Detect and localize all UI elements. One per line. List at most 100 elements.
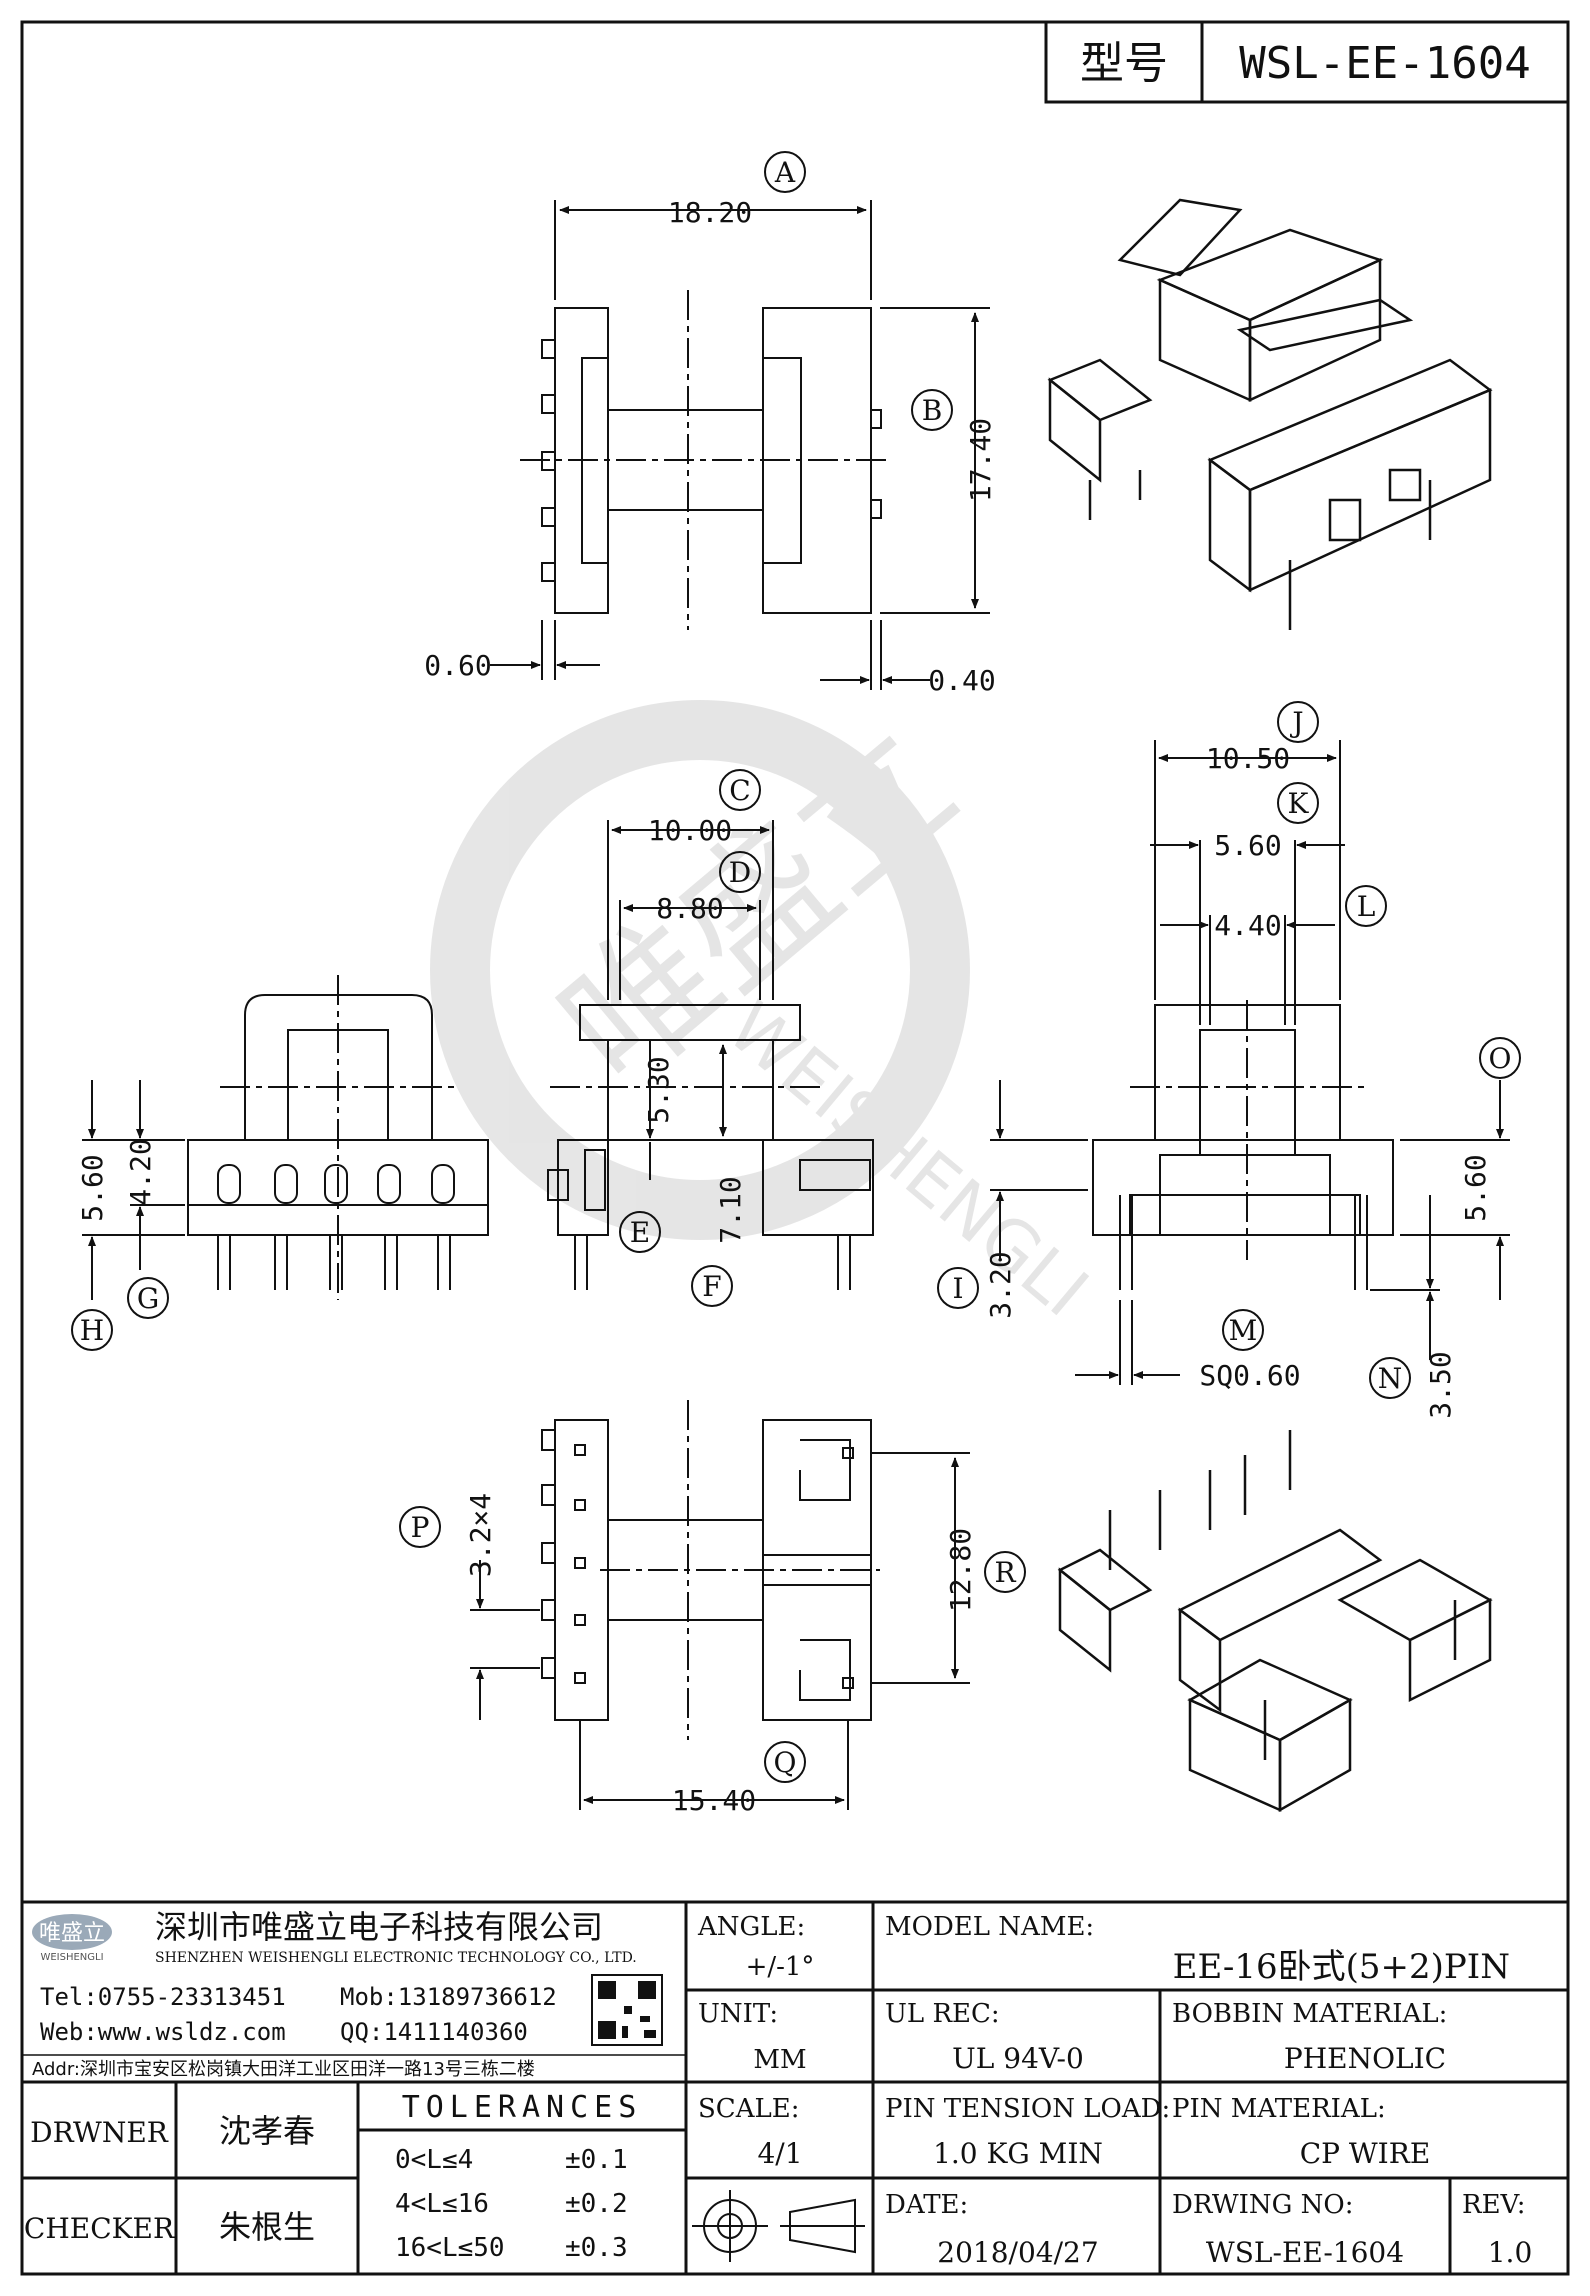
model-name-value: EE-16卧式(5+2)PIN — [1173, 1947, 1510, 1987]
tol-value-0: ±0.1 — [565, 2145, 628, 2175]
side-dim-880: 8.80 — [656, 892, 723, 925]
label-p: P — [411, 1511, 430, 1544]
tol-value-1: ±0.2 — [565, 2189, 628, 2219]
pin-tension-value: 1.0 KG MIN — [933, 2137, 1103, 2170]
label-b: B — [922, 394, 943, 427]
ul-value: UL 94V-0 — [952, 2042, 1084, 2075]
label-r: R — [994, 1556, 1016, 1589]
tol-range-0: 0<L≤4 — [395, 2145, 473, 2175]
right-dim-320: 3.20 — [984, 1251, 1017, 1318]
rev-label: REV: — [1462, 2190, 1525, 2220]
dim-040-value: 0.40 — [928, 664, 995, 697]
label-a-circle — [764, 151, 806, 193]
label-j: J — [1289, 706, 1303, 739]
company-addr: Addr:深圳市宝安区松岗镇大田洋工业区田洋一路13号三栋二楼 — [32, 2059, 535, 2080]
scale-label: SCALE: — [698, 2094, 800, 2124]
unit-value: MM — [753, 2045, 806, 2075]
model-value: WSL-EE-1604 — [1239, 38, 1530, 89]
label-d-circle — [719, 851, 761, 893]
company-tel: Tel:0755-23313451 — [40, 1983, 286, 2011]
right-dim-sq: SQ0.60 — [1199, 1359, 1300, 1392]
company-name-cn: 深圳市唯盛立电子科技有限公司 — [155, 1908, 603, 1946]
label-n-circle — [1369, 1357, 1411, 1399]
side-dim-530: 5.30 — [642, 1056, 675, 1123]
drawing-no-value: WSL-EE-1604 — [1206, 2236, 1404, 2269]
company-mob: Mob:13189736612 — [340, 1983, 557, 2011]
drawing-no-label: DRWING NO: — [1172, 2190, 1353, 2220]
angle-value: +/-1° — [746, 1952, 815, 1982]
bottom-view — [470, 1400, 970, 1810]
dim-060-value: 0.60 — [424, 649, 491, 682]
label-h: H — [80, 1314, 104, 1347]
top-view — [490, 200, 990, 690]
model-label: 型号 — [1080, 38, 1168, 89]
company-name-en: SHENZHEN WEISHENGLI ELECTRONIC TECHNOLOG… — [155, 1950, 637, 1966]
label-k-circle — [1277, 782, 1319, 824]
rev-value: 1.0 — [1488, 2236, 1533, 2269]
label-e-circle — [619, 1211, 661, 1253]
sheet-border — [20, 20, 1570, 2276]
pin-material-value: CP WIRE — [1300, 2137, 1431, 2170]
unit-label: UNIT: — [698, 1999, 778, 2029]
label-i-circle — [937, 1267, 979, 1309]
pin-tension-label: PIN TENSION LOAD: — [885, 2094, 1170, 2124]
right-dim-560b: 5.60 — [1459, 1154, 1492, 1221]
label-m: M — [1229, 1314, 1258, 1347]
bottom-dim-1540: 15.40 — [672, 1784, 756, 1817]
right-dim-350: 3.50 — [1424, 1351, 1457, 1418]
projection-symbol-icon — [692, 2190, 865, 2262]
iso-view-bottom — [1057, 1430, 1493, 1813]
front-dim-420: 4.20 — [124, 1138, 157, 1205]
label-g-circle — [127, 1277, 169, 1319]
checker-label: CHECKER — [24, 2212, 175, 2245]
label-q: Q — [774, 1746, 797, 1779]
iso-view-top — [1047, 198, 1493, 630]
tolerances-title: TOLERANCES — [402, 2090, 643, 2125]
label-h-circle — [71, 1309, 113, 1351]
checker-name: 朱根生 — [219, 2208, 315, 2246]
label-o: O — [1489, 1042, 1512, 1075]
side-dim-710: 7.10 — [714, 1176, 747, 1243]
label-d: D — [729, 856, 751, 889]
ul-label: UL REC: — [885, 1999, 1000, 2029]
label-a: A — [774, 156, 796, 189]
label-f: F — [702, 1270, 721, 1303]
company-web: Web:www.wsldz.com — [40, 2018, 286, 2046]
company-qq: QQ:1411140360 — [340, 2018, 528, 2046]
date-label: DATE: — [885, 2190, 968, 2220]
right-dim-440: 4.40 — [1214, 909, 1281, 942]
front-dim-560: 5.60 — [76, 1154, 109, 1221]
right-dim-560: 5.60 — [1214, 829, 1281, 862]
tol-value-2: ±0.3 — [565, 2233, 628, 2263]
tol-range-2: 16<L≤50 — [395, 2233, 505, 2263]
label-c: C — [729, 774, 750, 807]
label-l: L — [1357, 890, 1376, 923]
right-view — [990, 740, 1510, 1385]
logo-sub: WEISHENGLI — [40, 1952, 103, 1963]
title-block: 型号 WSL-EE-1604 — [1044, 20, 1570, 104]
label-q-circle — [764, 1741, 806, 1783]
front-view — [82, 975, 489, 1300]
label-e: E — [630, 1216, 650, 1249]
bottom-dim-1280: 12.80 — [944, 1528, 977, 1612]
label-i: I — [952, 1272, 963, 1305]
label-p-circle — [399, 1506, 441, 1548]
label-k: K — [1288, 787, 1310, 820]
pin-material-label: PIN MATERIAL: — [1172, 2094, 1386, 2124]
bottom-dim-pitch: 3.2×4 — [464, 1493, 497, 1577]
date-value: 2018/04/27 — [937, 2236, 1098, 2269]
label-r-circle — [984, 1551, 1026, 1593]
label-n: N — [1378, 1362, 1403, 1395]
label-c-circle — [719, 769, 761, 811]
logo-text: 唯盛立 — [39, 1921, 105, 1946]
dim-b-value: 17.40 — [964, 418, 997, 502]
label-o-circle — [1479, 1037, 1521, 1079]
right-dim-1050: 10.50 — [1206, 742, 1290, 775]
spec-table — [22, 1900, 1568, 2274]
label-m-circle — [1222, 1309, 1264, 1351]
drawer-label: DRWNER — [30, 2116, 169, 2149]
watermark: 唯盛立 WEISHENGLI — [430, 696, 1103, 1333]
dim-a-value: 18.20 — [668, 196, 752, 229]
label-b-circle — [911, 389, 953, 431]
